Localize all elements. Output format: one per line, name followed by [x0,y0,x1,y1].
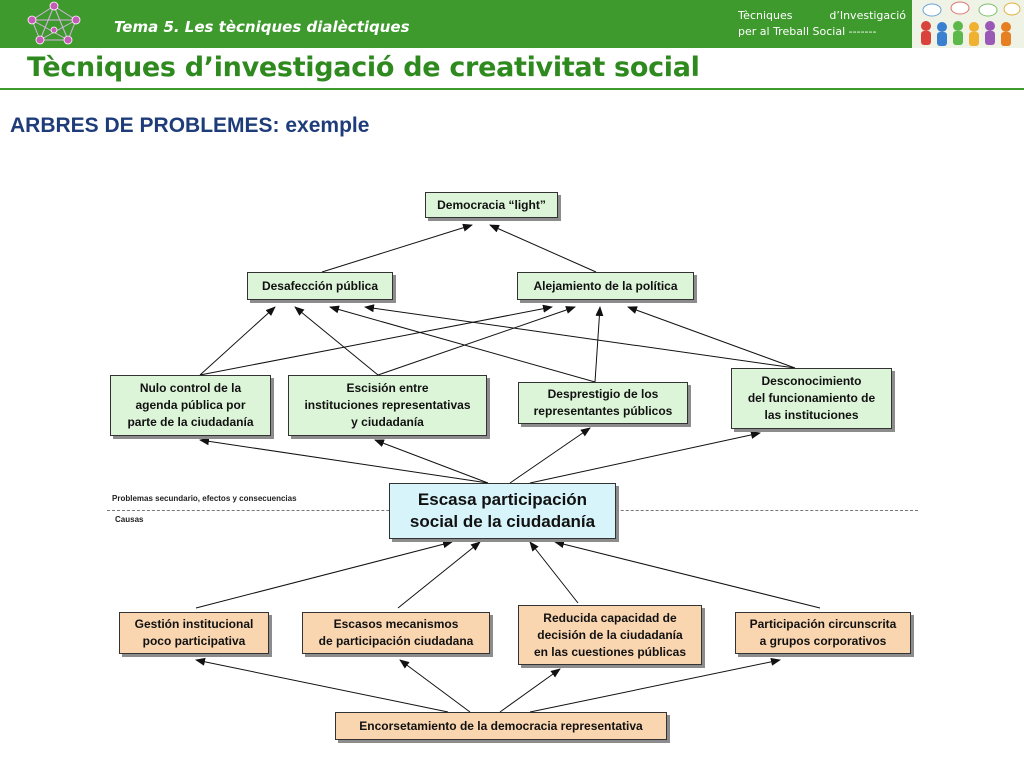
box-desprestigio-label: Desprestigio de los representantes públi… [533,387,673,418]
box-reducida-capacidad-label: Reducida capacidad de decisión de la ciu… [533,610,687,659]
box-escision-label: Escisión entre instituciones representat… [304,381,471,429]
box-gestion-institucional-label: Gestión institucional poco participativa [134,617,254,648]
box-desconocimiento-label: Desconocimiento del funcionamiento de la… [747,374,876,422]
box-participacion-circunscrita: Participación circunscrita a grupos corp… [735,612,911,654]
box-desafeccion-publica: Desafección pública [247,272,393,300]
box-nulo-control-label: Nulo control de la agenda pública por pa… [127,381,254,429]
header-info-line2: per al Treball Social ------- [738,25,877,38]
causes-section-label: Causas [115,515,144,524]
box-central-problem-label: Escasa participación social de la ciudad… [409,490,596,531]
box-desprestigio: Desprestigio de los representantes públi… [518,382,688,424]
slide-subtitle: ARBRES DE PROBLEMES: exemple [10,114,370,137]
box-desafeccion-publica-label: Desafección pública [261,278,379,293]
header-course-info: Tècniques d’Investigació per al Treball S… [738,8,906,40]
effects-section-label: Problemas secundario, efectos y consecue… [112,494,297,503]
people-discussion-image [912,0,1024,48]
slide-title: Tècniques d’investigació de creativitat … [27,52,700,83]
box-escasos-mecanismos-label: Escasos mecanismos de participación ciud… [318,617,474,648]
title-divider [0,88,1024,90]
box-alejamiento-politica-label: Alejamiento de la política [533,278,678,293]
box-democracia-light: Democracia “light” [425,192,558,218]
box-desconocimiento: Desconocimiento del funcionamiento de la… [731,368,892,429]
box-escasos-mecanismos: Escasos mecanismos de participación ciud… [302,612,490,654]
course-title: Tema 5. Les tècniques dialèctiques [114,18,410,36]
box-nulo-control: Nulo control de la agenda pública por pa… [110,375,271,436]
box-democracia-light-label: Democracia “light” [437,197,546,212]
header-info-word1: Tècniques [738,9,793,22]
header-info-word2: d’Investigació [829,9,906,22]
box-encorsetamiento: Encorsetamiento de la democracia represe… [335,712,667,740]
box-gestion-institucional: Gestión institucional poco participativa [119,612,269,654]
box-escision: Escisión entre instituciones representat… [288,375,487,436]
box-central-problem: Escasa participación social de la ciudad… [389,483,616,539]
box-participacion-circunscrita-label: Participación circunscrita a grupos corp… [749,617,897,648]
box-alejamiento-politica: Alejamiento de la política [517,272,694,300]
box-reducida-capacidad: Reducida capacidad de decisión de la ciu… [518,605,702,665]
network-logo-icon [27,1,81,45]
header-bar [0,0,1024,48]
box-encorsetamiento-label: Encorsetamiento de la democracia represe… [359,718,643,733]
